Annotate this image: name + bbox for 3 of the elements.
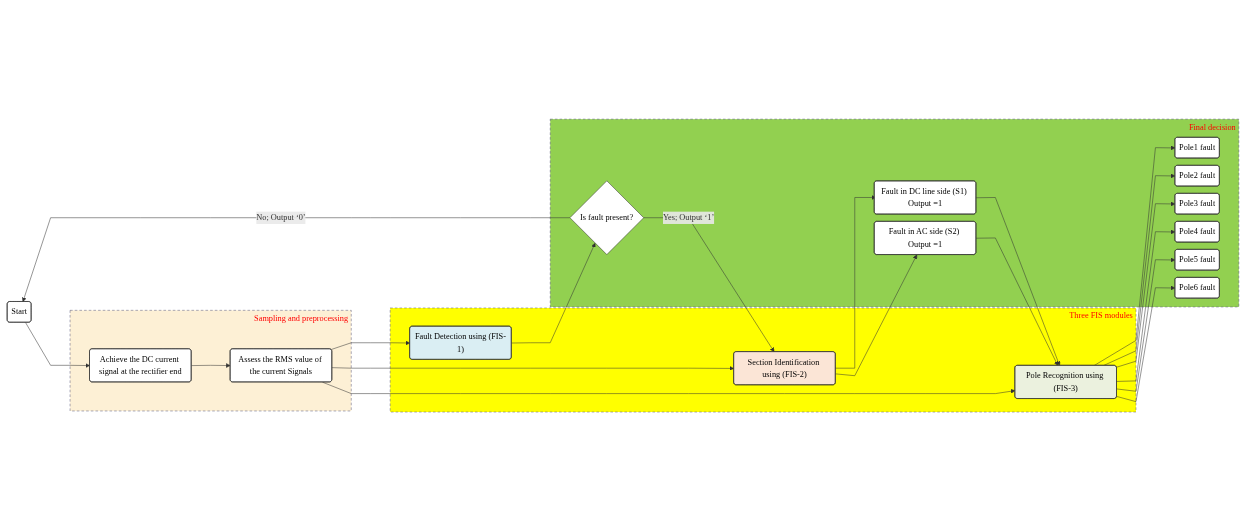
node-diamond: Is fault present? — [569, 180, 644, 255]
edge-label: Yes; Output ‘1’ — [662, 212, 715, 222]
edge-label: No; Output ‘0’ — [256, 212, 306, 222]
